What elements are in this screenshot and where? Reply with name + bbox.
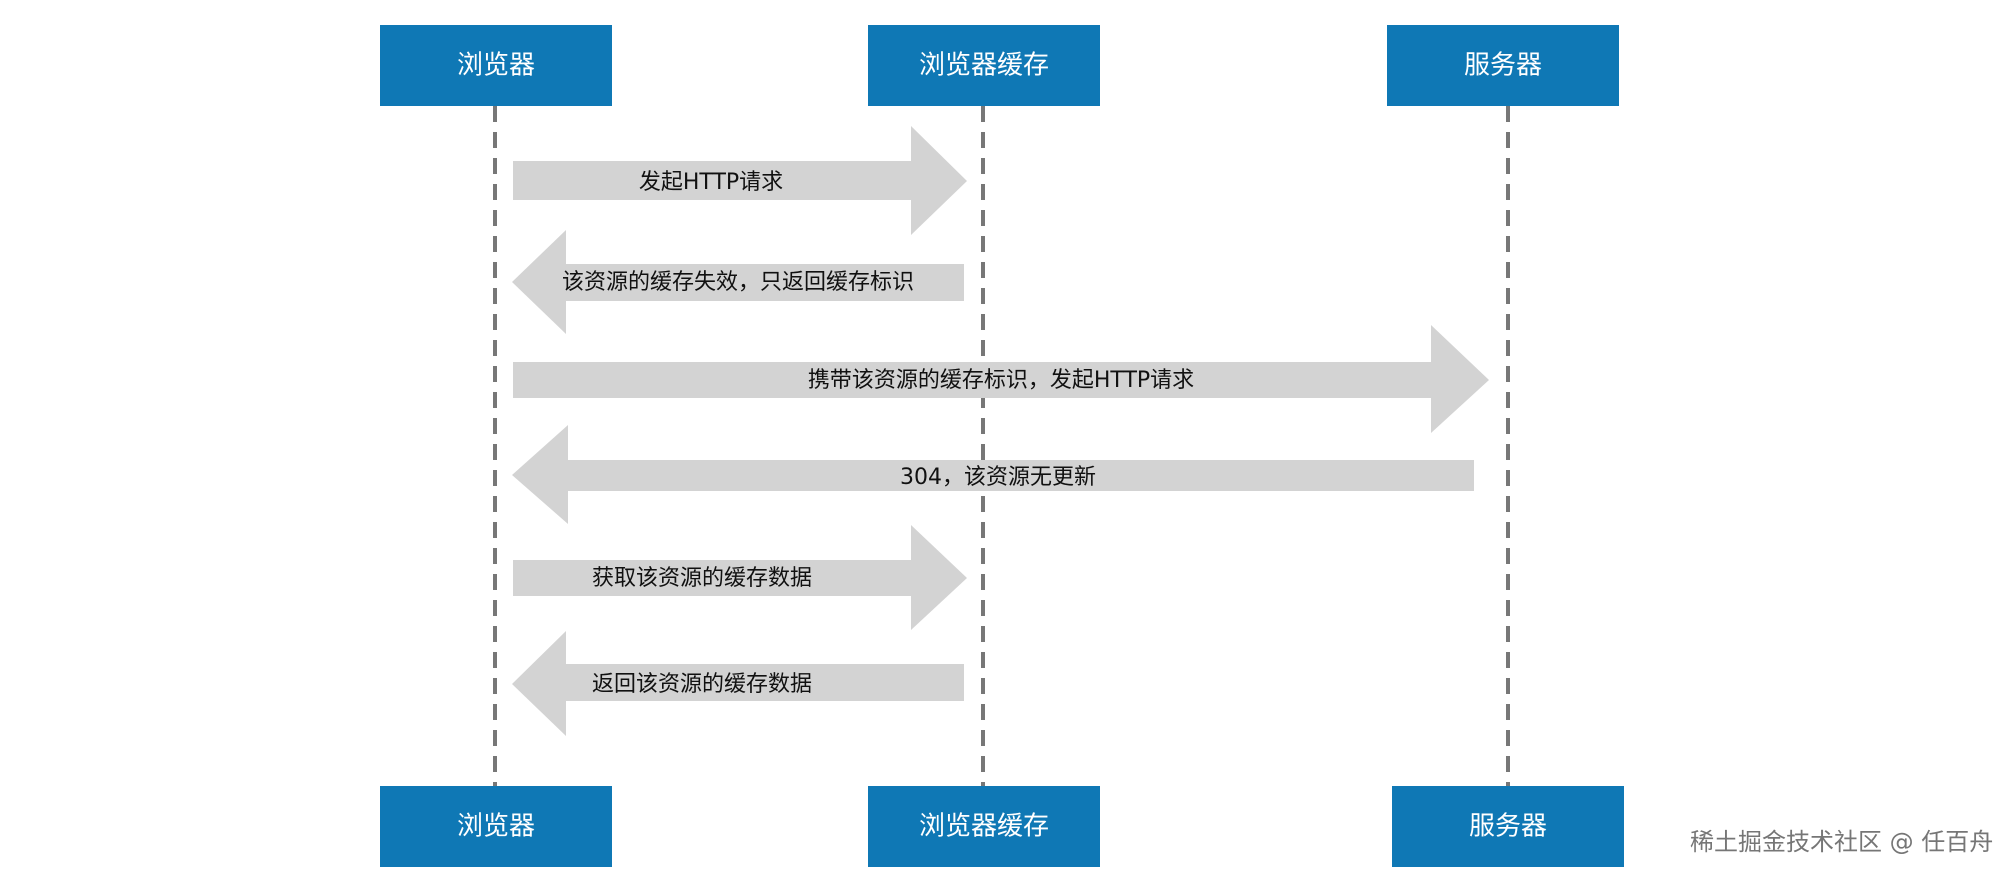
- actor-server-bottom-label: 服务器: [1469, 812, 1547, 842]
- message-4-arrow: 304，该资源无更新: [512, 425, 1474, 524]
- message-3-label: 携带该资源的缓存标识，发起HTTP请求: [808, 368, 1194, 393]
- actor-browser-cache-top: 浏览器缓存: [868, 25, 1100, 106]
- message-4-label: 304，该资源无更新: [900, 465, 1096, 490]
- actor-browser-cache-bottom-label: 浏览器缓存: [919, 812, 1049, 842]
- watermark-text: 稀土掘金技术社区 @ 任百舟: [1690, 828, 1993, 856]
- actor-browser-top: 浏览器: [380, 25, 612, 106]
- actor-browser-bottom-label: 浏览器: [457, 812, 535, 842]
- message-5-label: 获取该资源的缓存数据: [592, 566, 812, 591]
- message-3-arrow: 携带该资源的缓存标识，发起HTTP请求: [513, 325, 1489, 433]
- actor-server-bottom: 服务器: [1392, 786, 1624, 867]
- actor-browser-cache-top-label: 浏览器缓存: [919, 51, 1049, 81]
- message-5-arrow: 获取该资源的缓存数据: [513, 525, 967, 630]
- message-2-arrow: 该资源的缓存失效，只返回缓存标识: [512, 230, 964, 334]
- actor-browser-top-label: 浏览器: [457, 51, 535, 81]
- message-1-label: 发起HTTP请求: [639, 170, 783, 195]
- message-6-arrow: 返回该资源的缓存数据: [512, 631, 964, 736]
- actor-server-top: 服务器: [1387, 25, 1619, 106]
- message-6-label: 返回该资源的缓存数据: [592, 672, 812, 697]
- actor-browser-bottom: 浏览器: [380, 786, 612, 867]
- actor-browser-cache-bottom: 浏览器缓存: [868, 786, 1100, 867]
- actor-server-top-label: 服务器: [1464, 51, 1542, 81]
- message-2-label: 该资源的缓存失效，只返回缓存标识: [562, 270, 914, 295]
- message-1-arrow: 发起HTTP请求: [513, 126, 967, 235]
